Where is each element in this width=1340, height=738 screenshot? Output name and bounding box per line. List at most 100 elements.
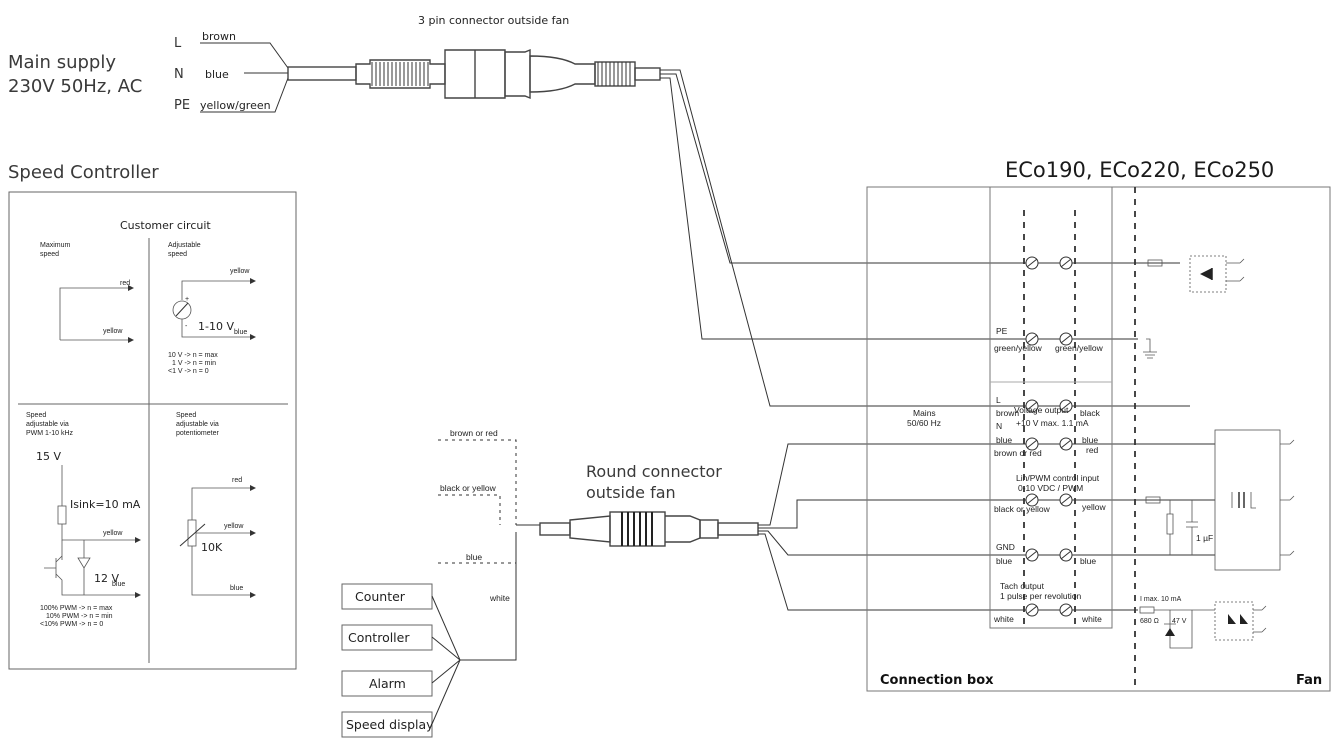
- main-supply-voltage: 230V 50Hz, AC: [8, 76, 142, 97]
- round-connector-label-2: outside fan: [586, 483, 676, 502]
- three-pin-connector: [287, 48, 661, 100]
- gnd-blue: blue: [996, 556, 1012, 566]
- term-blue: blue: [996, 435, 1012, 445]
- mains-label-2: 50/60 Hz: [907, 418, 941, 428]
- connector3-label: 3 pin connector outside fan: [418, 14, 569, 27]
- term-black: black: [1080, 408, 1101, 418]
- adj-speed-label: Adjustable: [168, 242, 201, 249]
- mains-cable: [660, 69, 1190, 407]
- tach-white-fan: white: [1081, 614, 1102, 624]
- pwm-label-1: Speed: [26, 412, 46, 419]
- pot-label-3: potentiometer: [176, 430, 219, 437]
- pot-label-2: adjustable via: [176, 421, 219, 428]
- connection-box-label: Connection box: [880, 673, 994, 688]
- speed-controller-panel: [8, 191, 297, 670]
- customer-circuit-label: Customer circuit: [120, 219, 211, 232]
- wire-color-brown: brown: [202, 30, 236, 43]
- lin-yellow: yellow: [1082, 502, 1106, 512]
- vout-red: red: [1086, 445, 1099, 455]
- models-title: ECo190, ECo220, ECo250: [1005, 158, 1274, 182]
- max-speed-label: Maximum: [40, 242, 71, 249]
- sig-blue: blue: [466, 552, 482, 562]
- fan-label: Fan: [1296, 673, 1322, 688]
- term-PE: PE: [996, 326, 1008, 336]
- pwm-yellow-label: yellow: [103, 530, 123, 537]
- pwm-note-1: 100% PWM -> n = max: [40, 605, 113, 612]
- max-red-label: red: [120, 280, 130, 287]
- zener-label: 47 V: [1172, 618, 1187, 625]
- terminal-screws: [1025, 256, 1073, 617]
- term-brown: brown: [996, 408, 1019, 418]
- term-green-yellow-fan: green/yellow: [1055, 343, 1104, 353]
- vout-label-1: Voltage output: [1014, 405, 1069, 415]
- v15-label: 15 V: [36, 450, 61, 463]
- controller-box: [341, 624, 433, 651]
- wire-label-PE: PE: [174, 98, 190, 113]
- adj-note-1: 10 V -> n = max: [168, 352, 218, 359]
- tach-label-2: 1 pulse per revolution: [1000, 591, 1082, 601]
- device-controller: Controller: [348, 630, 410, 645]
- supply-wires: [200, 42, 289, 113]
- gnd-label: GND: [996, 542, 1015, 552]
- pwm-label-3: PWM 1-10 kHz: [26, 430, 74, 437]
- pot-value: 10K: [201, 541, 223, 554]
- connection-box-frame: [866, 186, 1331, 692]
- v12-sub: blue: [112, 581, 125, 588]
- max-speed-label-2: speed: [40, 251, 59, 258]
- v12-label: 12 V: [94, 572, 119, 585]
- adj-note-2: 1 V -> n = min: [172, 360, 216, 367]
- lin-label-2: 0-10 VDC / PWM: [1018, 483, 1083, 493]
- imax-label: I max. 10 mA: [1140, 596, 1182, 603]
- adj-speed-label-2: speed: [168, 251, 187, 258]
- round-connector-label-1: Round connector: [586, 462, 722, 481]
- term-blue-fan: blue: [1082, 435, 1098, 445]
- minus-sign: -: [185, 323, 188, 330]
- term-green-yellow: green/yellow: [994, 343, 1043, 353]
- pot-label-1: Speed: [176, 412, 196, 419]
- wire-color-blue: blue: [205, 68, 229, 81]
- device-alarm: Alarm: [369, 676, 406, 691]
- vout-label-2: +10 V max. 1.1 mA: [1016, 418, 1089, 428]
- sig-white: white: [489, 593, 510, 603]
- plus-sign: +: [185, 296, 189, 303]
- tach-label-1: Tach output: [1000, 581, 1045, 591]
- cap-label: 1 µF: [1196, 533, 1213, 543]
- lin-label-1: Lin/PWM control input: [1016, 473, 1100, 483]
- adj-note-3: <1 V -> n = 0: [168, 368, 209, 375]
- pwm-note-2: 10% PWM -> n = min: [46, 613, 113, 620]
- pwm-note-3: <10% PWM -> n = 0: [40, 621, 103, 628]
- pot-blue-label: blue: [230, 585, 243, 592]
- tach-white: white: [993, 614, 1014, 624]
- pot-red-label: red: [232, 477, 242, 484]
- sig-black-or-yellow: black or yellow: [440, 483, 497, 493]
- alarm-box: [341, 670, 433, 697]
- term-N: N: [996, 421, 1002, 431]
- gnd-blue-fan: blue: [1080, 556, 1096, 566]
- term-L: L: [996, 395, 1001, 405]
- device-speed-display: Speed display: [346, 717, 434, 732]
- sig-brown-or-red: brown or red: [450, 428, 498, 438]
- wire-color-yellow-green: yellow/green: [200, 99, 271, 112]
- res-label: 680 Ω: [1140, 618, 1159, 625]
- speed-display-box: [341, 711, 433, 738]
- wire-label-N: N: [174, 67, 184, 82]
- isink-label: Isink=10 mA: [70, 498, 141, 511]
- v110-sub: blue: [234, 329, 247, 336]
- device-list: Counter Controller Alarm Speed display: [341, 583, 461, 738]
- lin-black-or-yellow: black or yellow: [994, 504, 1051, 514]
- wire-label-L: L: [174, 36, 182, 51]
- vout-brown-or-red: brown or red: [994, 448, 1042, 458]
- signal-cable: [758, 443, 1215, 611]
- fan-circuit: 1 µF I max. 10 mA 680 Ω 47 V: [1139, 255, 1295, 649]
- mains-label-1: Mains: [913, 408, 936, 418]
- pot-yellow-label: yellow: [224, 523, 244, 530]
- v110-label: 1-10 V: [198, 320, 234, 333]
- speed-controller-title: Speed Controller: [8, 162, 159, 183]
- adj-yellow-label: yellow: [230, 268, 250, 275]
- signal-wires: [438, 439, 540, 661]
- round-connector: [539, 511, 759, 547]
- main-supply-title: Main supply: [8, 52, 116, 73]
- device-counter: Counter: [355, 589, 406, 604]
- pwm-label-2: adjustable via: [26, 421, 69, 428]
